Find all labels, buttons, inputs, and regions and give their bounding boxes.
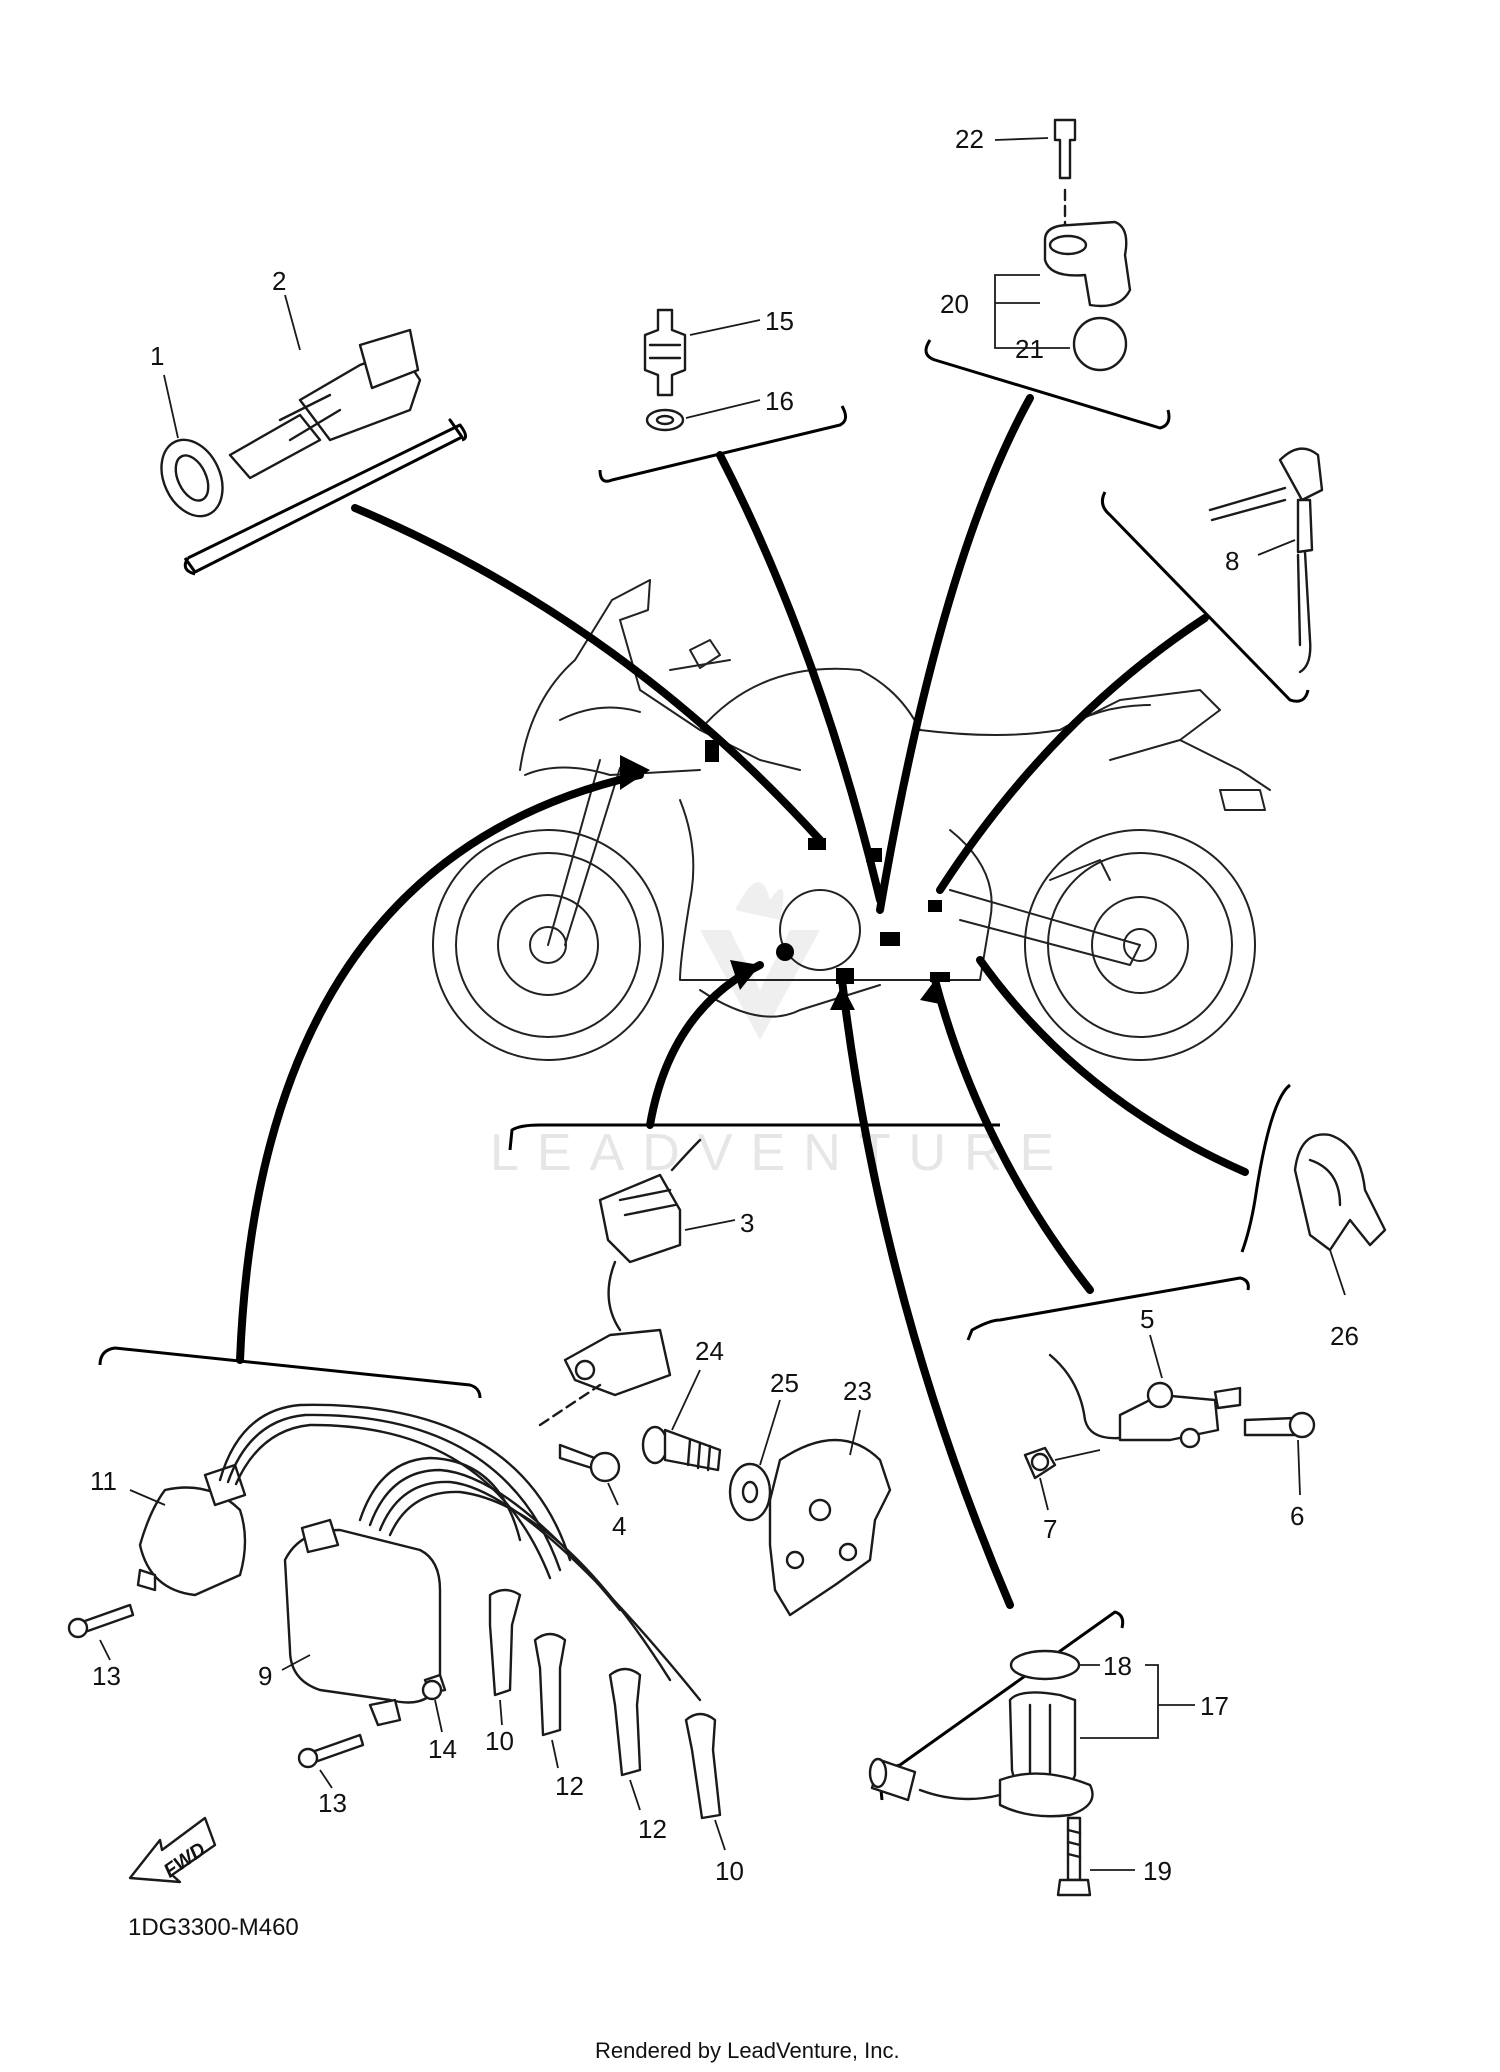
motorcycle-outline bbox=[432, 579, 1271, 1061]
callout-3: 3 bbox=[740, 1208, 754, 1238]
callout-13b: 13 bbox=[318, 1788, 347, 1818]
part-bolt-6 bbox=[1243, 1411, 1316, 1439]
part-sensor-20 bbox=[1043, 118, 1132, 372]
callout-10b: 10 bbox=[715, 1856, 744, 1886]
diagram-code: 1DG3300-M460 bbox=[128, 1914, 299, 1941]
part-rotor-23 bbox=[768, 1438, 892, 1617]
part-sensor-17 bbox=[868, 1691, 1094, 1818]
callout-15: 15 bbox=[765, 306, 794, 336]
callout-11: 11 bbox=[90, 1466, 117, 1496]
part-bolt-19 bbox=[1056, 1816, 1092, 1897]
callout-5: 5 bbox=[1140, 1304, 1154, 1334]
callout-14: 14 bbox=[428, 1734, 457, 1764]
callout-25: 25 bbox=[770, 1368, 799, 1398]
part-cap-12b bbox=[608, 1667, 642, 1777]
fwd-arrow: FWD bbox=[128, 1816, 217, 1884]
part-sensor-5 bbox=[1048, 1353, 1242, 1449]
callout-10a: 10 bbox=[485, 1726, 514, 1756]
callout-1: 1 bbox=[150, 341, 164, 371]
part-clip-26 bbox=[1293, 1133, 1387, 1252]
part-cap-12a bbox=[533, 1632, 567, 1737]
callout-9: 9 bbox=[258, 1661, 272, 1691]
callout-4: 4 bbox=[612, 1511, 626, 1541]
callout-21: 21 bbox=[1015, 334, 1044, 364]
callout-26: 26 bbox=[1330, 1321, 1359, 1351]
part-bolt-24 bbox=[641, 1425, 722, 1472]
part-bolt-4 bbox=[558, 1443, 621, 1483]
callout-18: 18 bbox=[1103, 1651, 1132, 1681]
part-cap-10a bbox=[488, 1588, 522, 1697]
part-collar-7 bbox=[1023, 1446, 1057, 1480]
part-bolt-13b bbox=[297, 1733, 365, 1769]
watermark-text: LEADVENTURE bbox=[490, 1124, 1072, 1182]
part-sensor-8 bbox=[1208, 447, 1324, 674]
part-oring-18 bbox=[1009, 1649, 1081, 1681]
part-switch-15 bbox=[643, 308, 687, 432]
callout-6: 6 bbox=[1290, 1501, 1304, 1531]
callout-16: 16 bbox=[765, 386, 794, 416]
callout-12b: 12 bbox=[638, 1814, 667, 1844]
callout-7: 7 bbox=[1043, 1514, 1057, 1544]
callout-12a: 12 bbox=[555, 1771, 584, 1801]
part-sensor-3 bbox=[538, 1138, 702, 1427]
part-washer-25 bbox=[728, 1462, 772, 1522]
part-wires bbox=[218, 1403, 702, 1702]
callout-13a: 13 bbox=[92, 1661, 121, 1691]
part-nut-14 bbox=[421, 1679, 443, 1701]
part-coil-11 bbox=[136, 1463, 247, 1597]
part-cap-10b bbox=[684, 1712, 722, 1820]
callout-20: 20 bbox=[940, 289, 969, 319]
credit-text: Rendered by LeadVenture, Inc. bbox=[595, 2038, 900, 2063]
callout-8: 8 bbox=[1225, 546, 1239, 576]
callout-lines bbox=[236, 394, 1249, 1609]
part-sensor-2 bbox=[160, 328, 422, 518]
callout-23: 23 bbox=[843, 1376, 872, 1406]
part-bolt-13a bbox=[67, 1603, 135, 1639]
part-coil-9 bbox=[283, 1518, 447, 1727]
callout-2: 2 bbox=[272, 266, 286, 296]
callout-numbers: 1 2 15 16 22 20 21 8 26 3 24 25 23 4 5 6… bbox=[90, 124, 1359, 1886]
group-brackets bbox=[98, 339, 1310, 1801]
callout-19: 19 bbox=[1143, 1856, 1172, 1886]
callout-22: 22 bbox=[955, 124, 984, 154]
callout-24: 24 bbox=[695, 1336, 724, 1366]
callout-17: 17 bbox=[1200, 1691, 1229, 1721]
